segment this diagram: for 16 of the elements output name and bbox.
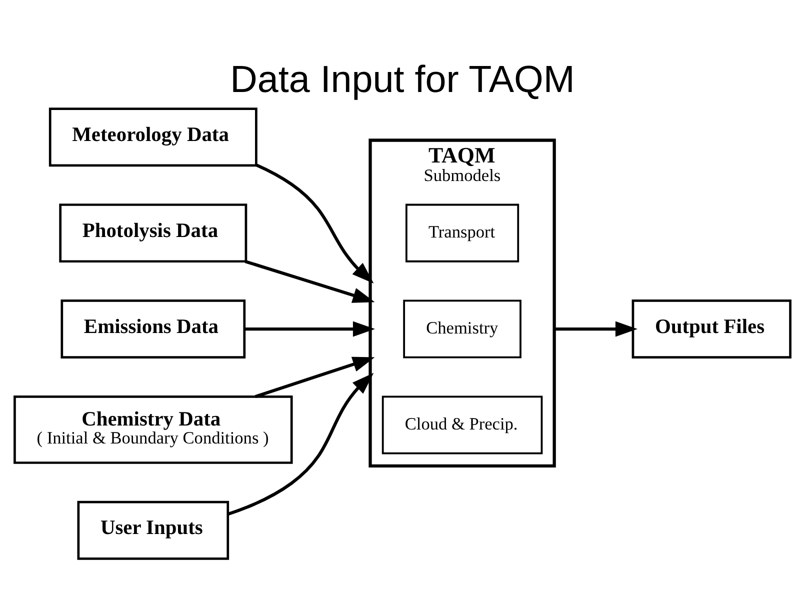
arrow bbox=[228, 372, 374, 515]
node-box: Cloud & Precip. bbox=[382, 395, 543, 454]
arrow bbox=[244, 320, 376, 336]
arrow bbox=[256, 163, 374, 283]
arrow bbox=[254, 356, 375, 398]
node-box: Output Files bbox=[632, 299, 792, 358]
node-box: Photolysis Data bbox=[59, 203, 248, 262]
node-box: Chemistry bbox=[403, 299, 522, 358]
arrow bbox=[244, 259, 375, 302]
node-box: Chemistry Data ( Initial & Boundary Conditions ) bbox=[14, 395, 293, 464]
node-box: User Inputs bbox=[77, 500, 230, 560]
node-box: Emissions Data bbox=[60, 299, 246, 358]
arrow bbox=[554, 320, 638, 336]
node-box: Transport bbox=[406, 203, 520, 262]
diagram-title: Data Input for TAQM bbox=[230, 57, 575, 100]
node-box: Meteorology Data bbox=[48, 107, 258, 166]
